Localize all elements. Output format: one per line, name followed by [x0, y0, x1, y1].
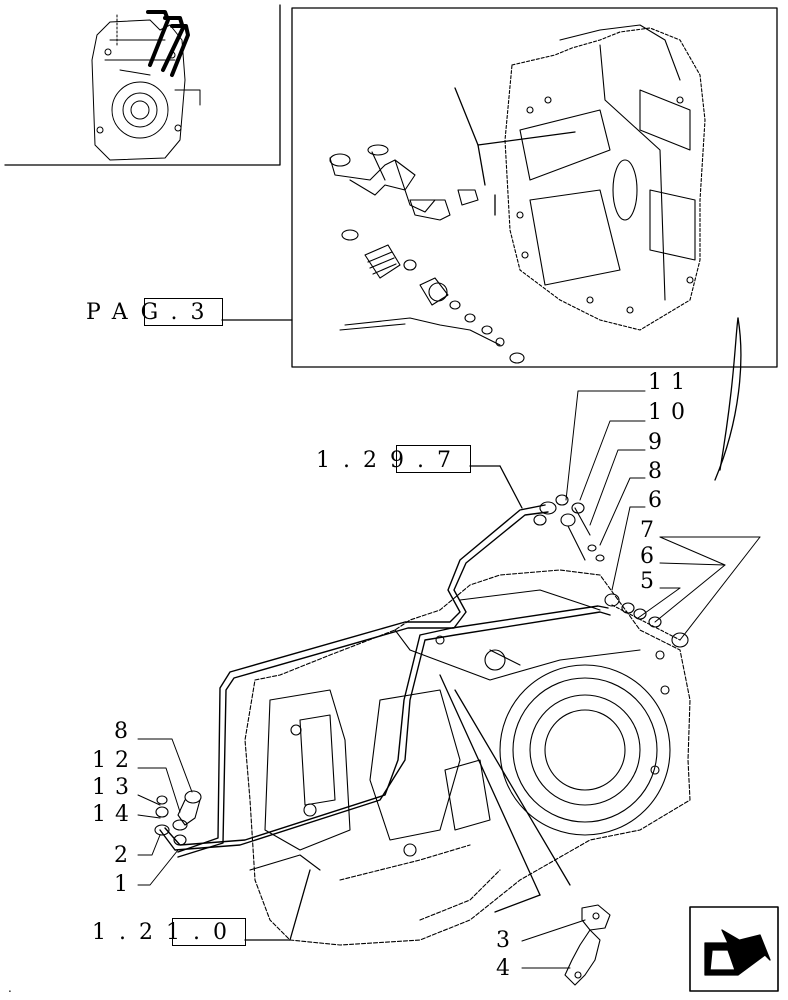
callout-4: 4 — [496, 956, 510, 981]
detail-to-main-arrow — [714, 317, 742, 481]
bracket-part-4 — [521, 929, 601, 986]
bracket-leaders — [439, 674, 571, 913]
callout-11: 11 — [648, 370, 694, 395]
callout-14: 14 — [92, 802, 138, 827]
callout-6-upper: 6 — [648, 488, 662, 513]
stray-mark: . — [8, 981, 12, 995]
ref-top-label: 1.29.7 — [316, 448, 464, 473]
callout-2: 2 — [114, 843, 128, 868]
ref-bottom-label: 1.21.0 — [92, 920, 240, 945]
detail-parts — [329, 144, 525, 364]
callout-1: 1 — [114, 872, 128, 897]
ref-bottom-box[interactable] — [172, 918, 246, 946]
ref-1-21-0-leader — [244, 869, 311, 941]
main-housing — [244, 569, 691, 946]
callout-5: 5 — [640, 569, 654, 594]
callout-7: 7 — [640, 518, 654, 543]
ref-pag-label: PAG.3 — [86, 300, 218, 325]
right-fittings — [533, 494, 689, 648]
callout-12: 12 — [92, 748, 138, 773]
bracket-part-3 — [521, 904, 611, 942]
callout-9: 9 — [648, 430, 662, 455]
ref-top-box[interactable] — [396, 445, 471, 473]
callout-3: 3 — [496, 928, 510, 953]
right-callout-leaders — [565, 390, 761, 641]
detail-housing — [504, 24, 706, 331]
ref-pag-box[interactable] — [144, 298, 223, 326]
detail-leaders — [454, 87, 576, 216]
callout-8-left: 8 — [114, 719, 128, 744]
thumbnail-frame — [4, 4, 281, 166]
next-page-arrow-icon[interactable] — [689, 906, 779, 992]
detail-inset-frame — [221, 7, 778, 368]
left-callout-leaders — [137, 738, 193, 886]
hydraulic-pipe-short — [159, 605, 611, 851]
thumbnail-highlighted-pipes — [146, 10, 190, 77]
callout-6-lower: 6 — [640, 544, 654, 569]
callout-13: 13 — [92, 775, 138, 800]
hydraulic-pipe-long — [177, 504, 549, 858]
callout-10: 10 — [648, 400, 694, 425]
left-fittings — [154, 790, 202, 846]
transmission-housing-thumbnail-icon — [91, 14, 201, 161]
ref-1-29-7-leader — [469, 465, 523, 509]
callout-8-right: 8 — [648, 459, 662, 484]
